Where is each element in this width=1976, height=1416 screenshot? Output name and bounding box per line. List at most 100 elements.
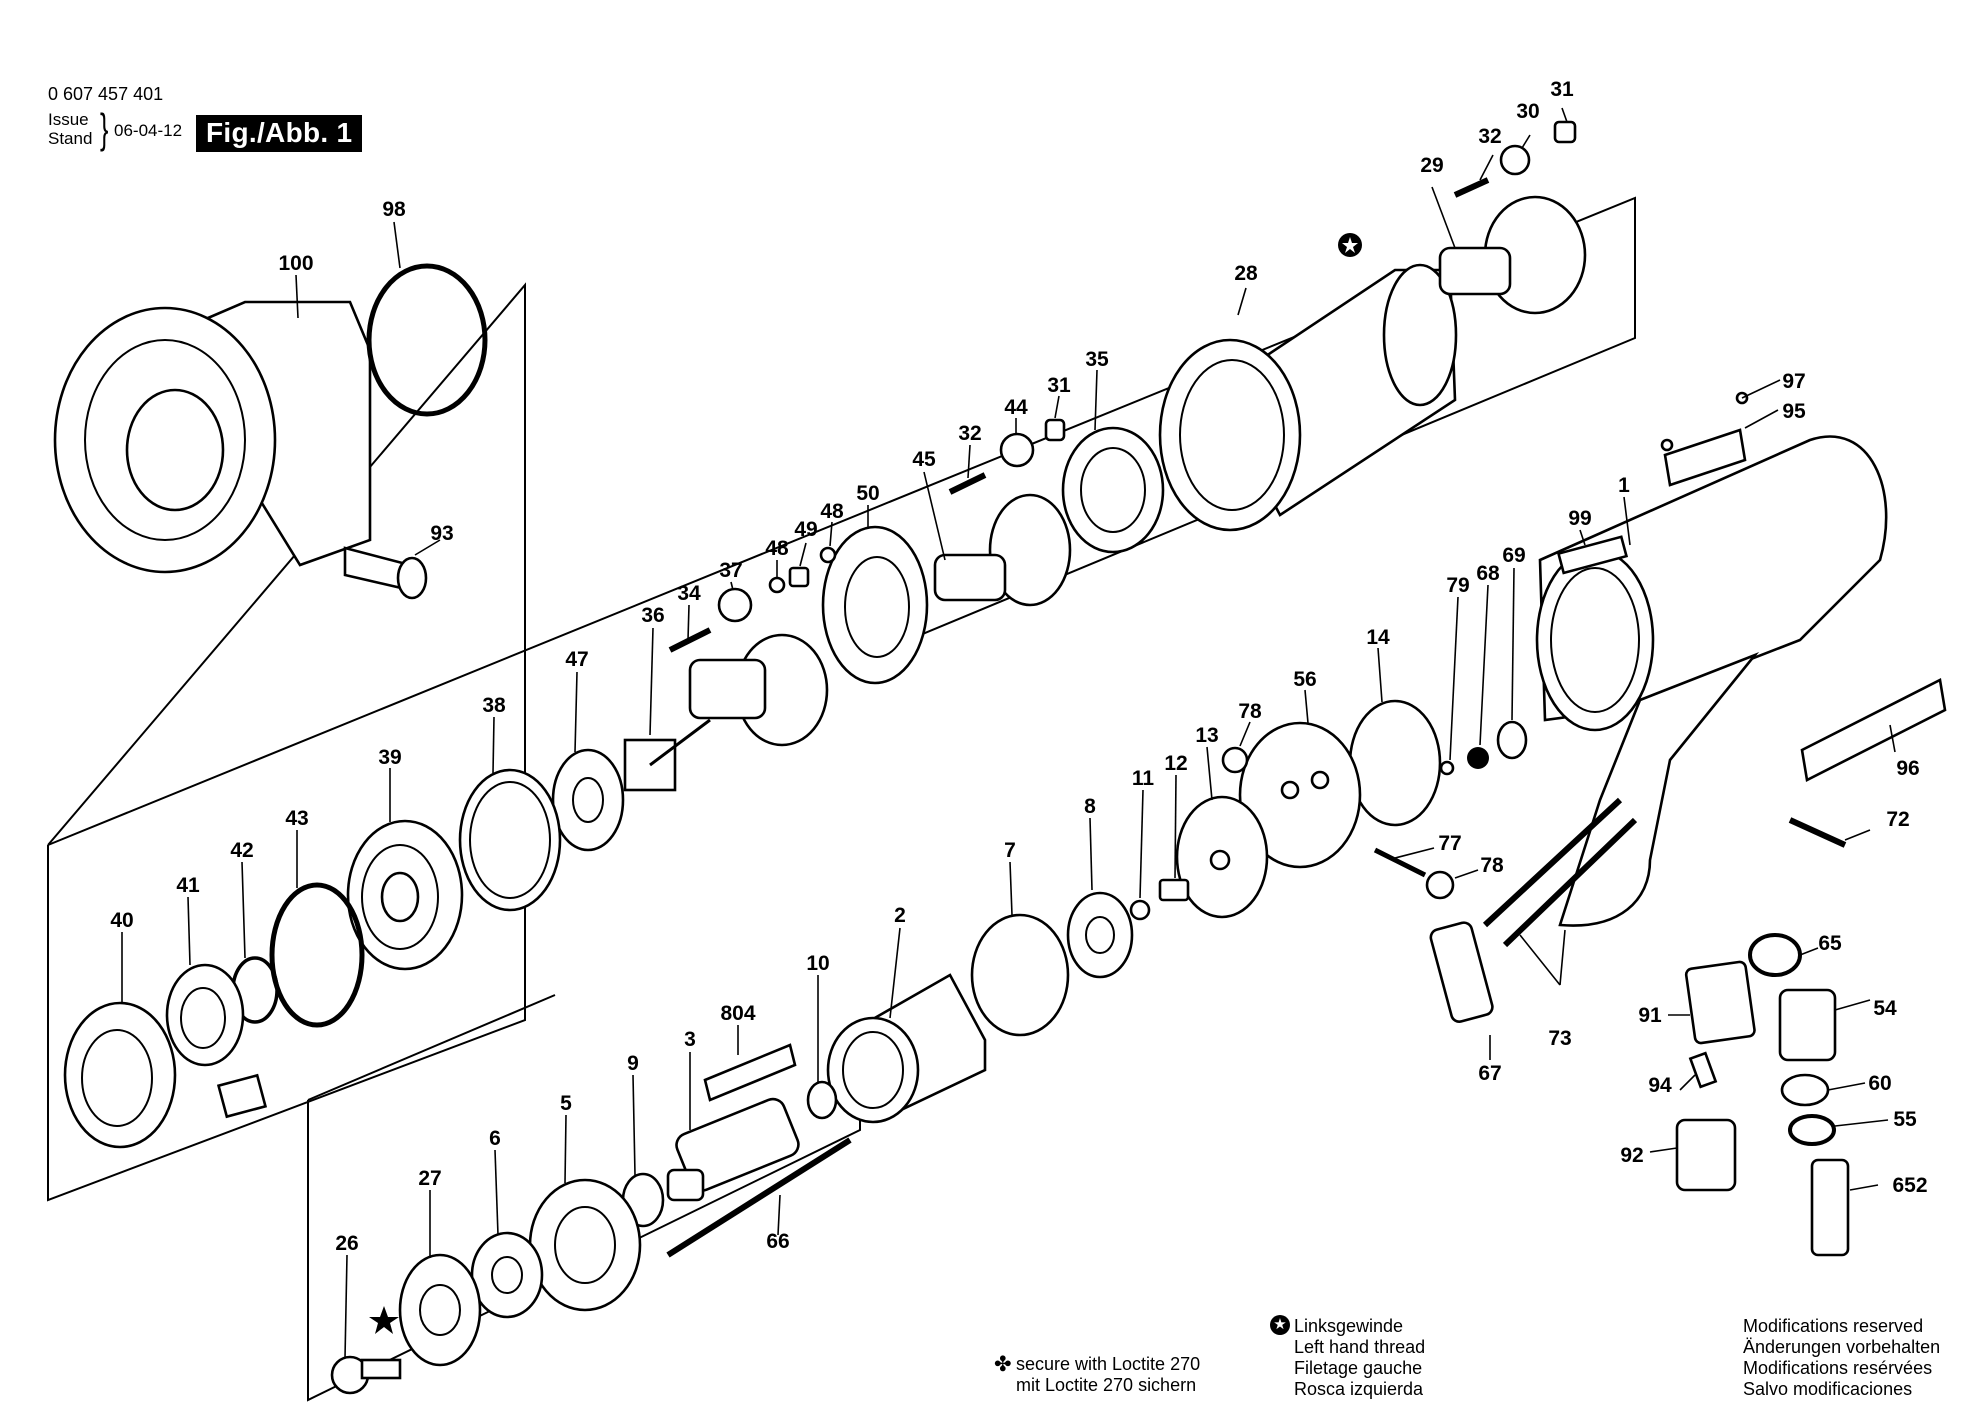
part-label-1: 1 [1618,474,1630,497]
part-98-o-ring [366,263,488,417]
part-label-40: 40 [110,909,133,932]
part-7-endplate [970,913,1070,1037]
part-label-93: 93 [430,522,453,545]
part-label-100: 100 [278,252,313,275]
part-47-washer [551,748,625,852]
part-label-804: 804 [720,1002,755,1025]
part-label-95: 95 [1782,400,1806,423]
modifications-legend-line1: Modifications reserved [1743,1316,1924,1336]
figure-title: Fig./Abb. 1 [196,115,363,152]
part-label-48: 48 [820,500,844,523]
part-label-3: 3 [684,1028,696,1051]
part-97-rivet [1660,391,1749,452]
part-29-carrier [1438,195,1587,315]
part-32-pin [948,472,987,495]
part-41-bearing [165,963,245,1067]
part-label-35: 35 [1085,348,1109,371]
part-3-rotor [666,1097,800,1202]
part-label-44: 44 [1004,396,1028,419]
part-44-gear [999,432,1035,468]
part-label-79: 79 [1446,574,1469,597]
part-label-652: 652 [1892,1174,1927,1197]
modifications-legend-line2: Änderungen vorbehalten [1743,1337,1941,1357]
part-label-11: 11 [1132,767,1155,790]
part-68-ball [1467,747,1489,769]
part-96-label [1800,678,1947,782]
part-31-needle [1044,418,1066,442]
star-in-circle-icon [1338,233,1362,257]
part-12-screw [1158,878,1190,902]
part-38-ring [458,768,562,912]
part-label-9: 9 [627,1052,639,1075]
part-50-bearing [821,525,929,685]
part-78-plug-b [1425,870,1455,900]
part-label-92: 92 [1620,1144,1643,1167]
part-54-fitting [1778,988,1837,1062]
loctite-legend-line1: secure with Loctite 270 [1016,1354,1201,1374]
part-label-31: 31 [1550,78,1574,101]
part-label-10: 10 [806,952,829,975]
part-number: 0 607 457 401 [48,84,164,104]
part-43-o-ring [269,882,365,1028]
part-1-housing [1535,435,1888,927]
part-10-ring [806,1080,838,1120]
part-label-30: 30 [1516,100,1539,123]
part-11-washer [1129,899,1151,921]
spanner-icon [216,1073,268,1119]
part-28-cylinder [1158,263,1458,532]
part-label-72: 72 [1886,808,1909,831]
left-thread-legend-line2: Left hand thread [1294,1337,1426,1357]
four-leaf-clover-icon: ✤ [994,1353,1012,1376]
part-48-ring [768,576,786,594]
part-label-2: 2 [894,904,906,927]
part-91-filter [1684,960,1756,1045]
part-36-spindle [623,633,829,792]
part-label-7: 7 [1004,839,1016,862]
part-67-trigger [1429,921,1494,1023]
part-49-needle [788,566,810,588]
part-label-98: 98 [382,198,406,221]
part-72-pin [1788,817,1847,848]
part-label-69: 69 [1502,544,1525,567]
part-95-nameplate [1663,428,1747,487]
part-2-cylinder [826,973,987,1124]
part-6-bearing [470,1231,544,1319]
part-label-14: 14 [1366,626,1390,649]
part-32-pin-top [1453,177,1490,198]
issue-date: 06-04-12 [114,121,183,140]
part-label-99: 99 [1568,507,1591,530]
part-60-screen [1780,1073,1830,1107]
part-55-o-ring [1788,1114,1836,1146]
part-label-94: 94 [1648,1074,1672,1097]
part-label-29: 29 [1420,154,1443,177]
part-label-31: 31 [1047,374,1071,397]
part-79-ring [1439,760,1455,776]
part-69-valve [1496,720,1528,760]
part-label-68: 68 [1476,562,1500,585]
part-label-41: 41 [176,874,200,897]
modifications-legend: Modifications reserved Änderungen vorbeh… [1743,1316,1940,1400]
part-27-washer [398,1253,482,1367]
left-thread-legend: ★ Linksgewinde Left hand thread Filetage… [1270,1315,1426,1400]
part-label-34: 34 [677,582,701,605]
part-label-38: 38 [482,694,506,717]
part-label-56: 56 [1293,668,1316,691]
part-652-nipple [1810,1158,1850,1257]
part-66-pin [666,1137,852,1258]
part-label-36: 36 [641,604,664,627]
part-94-clip [1688,1051,1718,1089]
part-78-plug [1221,746,1249,774]
part-label-39: 39 [378,746,401,769]
part-label-6: 6 [489,1127,501,1150]
part-92-plug [1675,1118,1737,1192]
part-37-gear [717,587,753,623]
part-label-45: 45 [912,448,936,471]
black-star-icon [369,1306,399,1334]
part-label-97: 97 [1782,370,1805,393]
issue-label-de: Stand [48,129,93,148]
part-40-nut [63,1001,177,1149]
part-14-plate [1348,699,1442,827]
left-thread-icon: ★ [1270,1315,1290,1335]
part-label-96: 96 [1896,757,1919,780]
